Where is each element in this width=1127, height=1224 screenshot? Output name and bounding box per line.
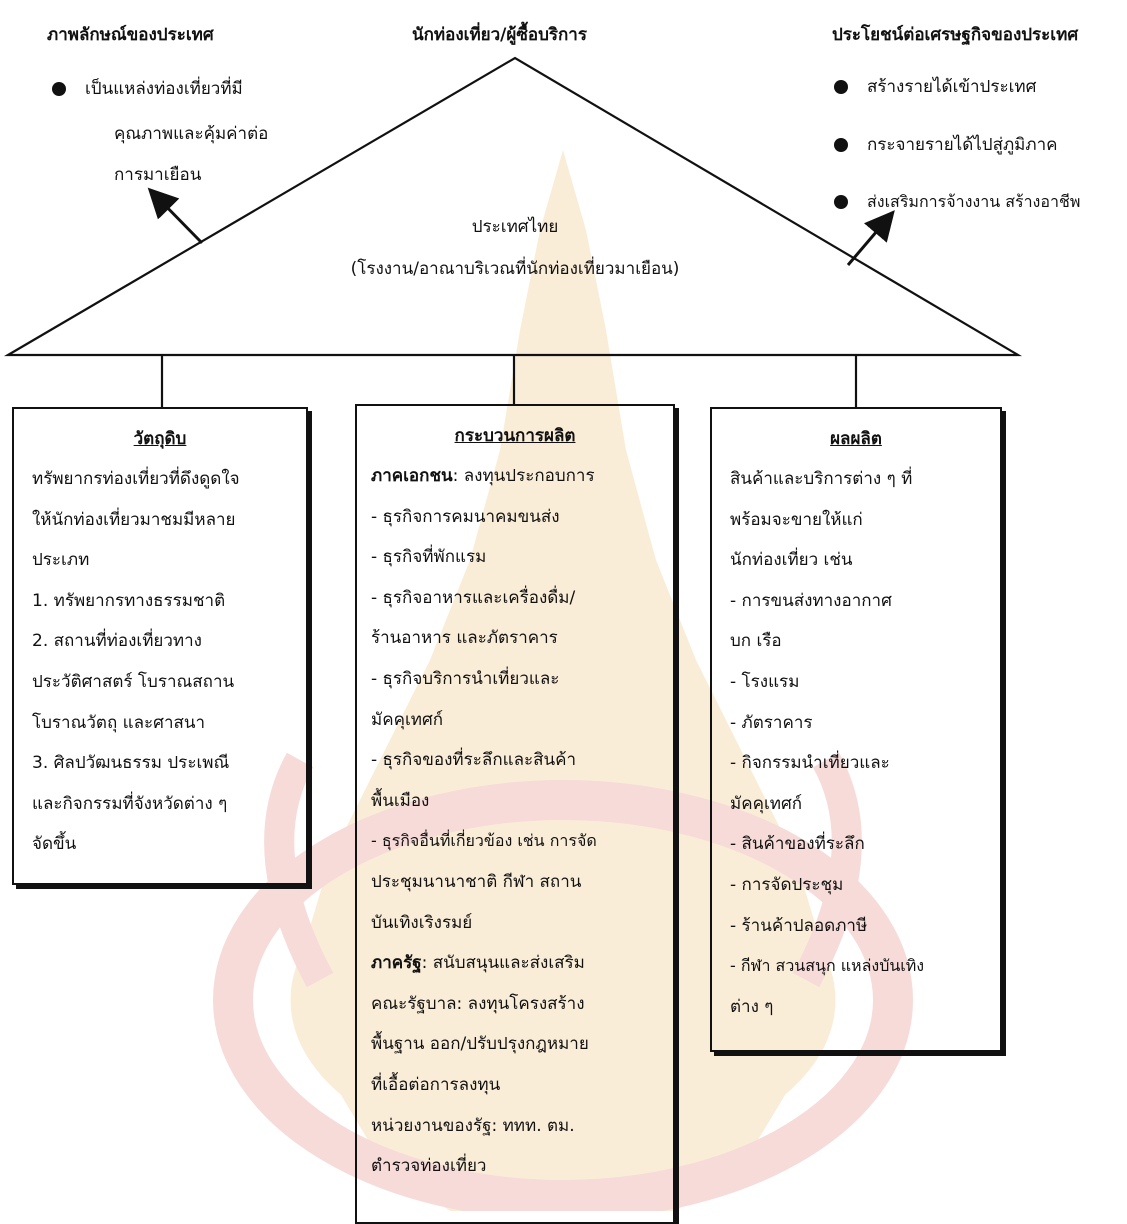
process-line: มัคคุเทศก์: [371, 709, 444, 730]
production-process-box: กระบวนการผลิต ภาคเอกชน: ลงทุนประกอบการ -…: [355, 404, 675, 1224]
process-line: ที่เอื้อต่อการลงทุน: [371, 1074, 501, 1095]
bullet-dot: [834, 138, 848, 152]
process-line: ร้านอาหาร และภัตราคาร: [371, 628, 558, 649]
arrow-to-economy: [846, 210, 895, 266]
image-bullet-line: เป็นแหล่งท่องเที่ยวที่มี: [85, 79, 243, 99]
product-line: - ร้านค้าปลอดภาษี: [730, 915, 868, 936]
products-title: ผลผลิต: [830, 429, 882, 449]
product-line: - ภัตราคาร: [730, 712, 813, 733]
product-line: มัคคุเทศก์: [730, 793, 803, 814]
process-line: - ธุรกิจอื่นที่เกี่ยวข้อง เช่น การจัด: [371, 831, 597, 851]
process-line: - ธุรกิจบริการนำเที่ยวและ: [371, 668, 560, 689]
product-line: - กีฬา สวนสนุก แหล่งบันเทิง: [730, 956, 925, 976]
raw-line: และกิจกรรมที่จังหวัดต่าง ๆ: [32, 793, 228, 814]
process-title: กระบวนการผลิต: [454, 426, 576, 446]
image-heading: ภาพลักษณ์ของประเทศ: [47, 25, 214, 45]
bullet-dot: [52, 82, 66, 96]
roof-title: ประเทศไทย: [471, 217, 559, 237]
private-sector-text: : ลงทุนประกอบการ: [452, 466, 595, 486]
economy-bullet-line: สร้างรายได้เข้าประเทศ: [867, 77, 1037, 97]
raw-line: โบราณวัตถุ และศาสนา: [32, 712, 206, 733]
state-sector-text: : สนับสนุนและส่งเสริม: [421, 953, 585, 974]
process-line: ตำรวจท่องเที่ยว: [371, 1156, 487, 1177]
economy-heading: ประโยชน์ต่อเศรษฐกิจของประเทศ: [832, 25, 1079, 45]
process-line: พื้นเมือง: [371, 790, 430, 811]
product-line: บก เรือ: [730, 631, 782, 652]
roof-subtitle: (โรงงาน/อาณาบริเวณที่นักท่องเที่ยวมาเยือ…: [350, 259, 680, 279]
private-sector-line: ภาคเอกชน: ลงทุนประกอบการ: [371, 456, 673, 497]
process-line: - ธุรกิจอาหารและเครื่องดื่ม/: [371, 587, 576, 608]
product-line: - กิจกรรมนำเที่ยวและ: [730, 753, 890, 774]
state-sector-line: ภาครัฐ: สนับสนุนและส่งเสริม: [371, 943, 673, 984]
tourist-heading: นักท่องเที่ยว/ผู้ซื้อบริการ: [412, 25, 587, 45]
product-line: พร้อมจะขายให้แก่: [730, 509, 863, 530]
economy-bullet-line: ส่งเสริมการจ้างงาน สร้างอาชีพ: [867, 192, 1081, 211]
product-line: - การจัดประชุม: [730, 874, 844, 895]
process-line: - ธุรกิจการคมนาคมขนส่ง: [371, 506, 560, 527]
state-sector-label: ภาครัฐ: [371, 953, 422, 974]
product-line: สินค้าและบริการต่าง ๆ ที่: [730, 469, 913, 489]
raw-line: จัดขึ้น: [32, 834, 77, 855]
raw-line: 2. สถานที่ท่องเที่ยวทาง: [32, 631, 202, 652]
process-line: บันเทิงเริงรมย์: [371, 912, 473, 933]
raw-line: ประวัติศาสตร์ โบราณสถาน: [32, 671, 235, 692]
product-line: นักท่องเที่ยว เช่น: [730, 550, 853, 571]
raw-line: ทรัพยากรท่องเที่ยวที่ดึงดูดใจ: [32, 469, 240, 489]
raw-line: ประเภท: [32, 550, 90, 571]
product-line: - โรงแรม: [730, 671, 800, 692]
bullet-dot: [834, 195, 848, 209]
process-line: - ธุรกิจที่พักแรม: [371, 547, 487, 568]
private-sector-label: ภาคเอกชน: [371, 466, 453, 486]
raw-materials-box: วัตถุดิบ ทรัพยากรท่องเที่ยวที่ดึงดูดใจ ใ…: [12, 407, 308, 885]
raw-line: ให้นักท่องเที่ยวมาชมมีหลาย: [32, 509, 236, 530]
economy-bullet-line: กระจายรายได้ไปสู่ภูมิภาค: [867, 135, 1058, 155]
product-line: - การขนส่งทางอากาศ: [730, 590, 892, 611]
process-line: คณะรัฐบาล: ลงทุนโครงสร้าง: [371, 993, 585, 1014]
process-line: พื้นฐาน ออก/ปรับปรุงกฎหมาย: [371, 1034, 589, 1055]
raw-line: 1. ทรัพยากรทางธรรมชาติ: [32, 590, 226, 611]
products-box: ผลผลิต สินค้าและบริการต่าง ๆ ที่ พร้อมจะ…: [710, 407, 1002, 1052]
process-line: - ธุรกิจของที่ระลึกและสินค้า: [371, 750, 577, 771]
process-line: ประชุมนานาชาติ กีฬา สถาน: [371, 871, 582, 892]
raw-line: 3. ศิลปวัฒนธรรม ประเพณี: [32, 753, 230, 774]
product-line: - สินค้าของที่ระลึก: [730, 834, 865, 855]
image-bullet-line: การมาเยือน: [114, 165, 202, 185]
process-line: หน่วยงานของรัฐ: ททท. ตม.: [371, 1115, 575, 1136]
image-bullet-line: คุณภาพและคุ้มค่าต่อ: [114, 124, 269, 144]
product-line: ต่าง ๆ: [730, 996, 774, 1017]
bullet-dot: [834, 80, 848, 94]
arrow-to-image: [147, 187, 204, 245]
raw-materials-title: วัตถุดิบ: [133, 429, 187, 449]
